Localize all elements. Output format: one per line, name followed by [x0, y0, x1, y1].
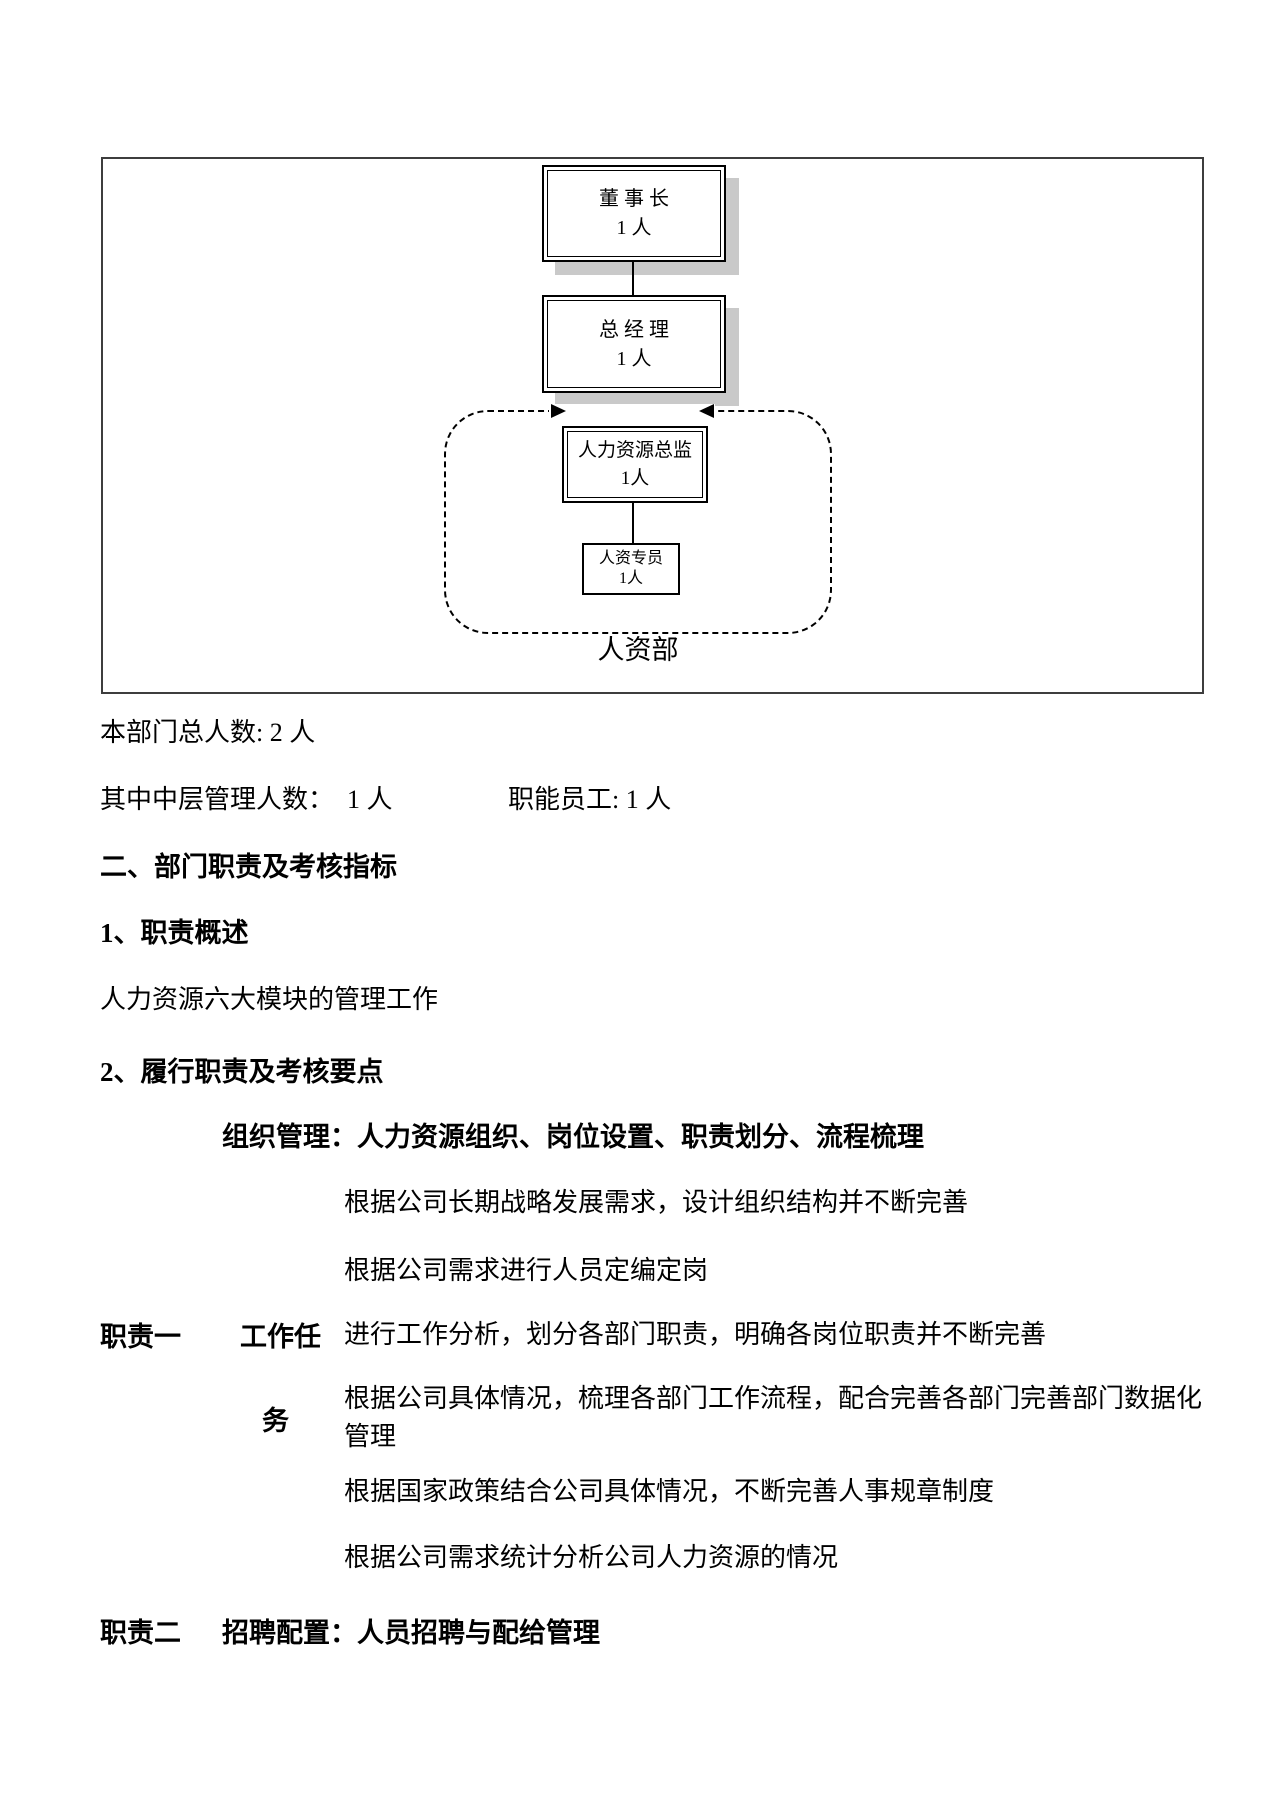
total-headcount-text: 本部门总人数: 2 人	[100, 718, 316, 747]
duty-one-task-label-line2: 务	[262, 1406, 289, 1436]
duty-one-detail-4: 根据公司具体情况，梳理各部门工作流程，配合完善各部门完善部门数据化	[344, 1384, 1203, 1413]
hr-director-box: 人力资源总监 1人	[562, 426, 708, 503]
duty-one-row-label: 职责一	[100, 1322, 181, 1352]
chairman-title: 董 事 长	[599, 188, 669, 210]
general-manager-box-inner: 总 经 理 1 人	[547, 300, 721, 388]
duty-two-row-label: 职责二	[100, 1618, 181, 1648]
middle-management-headcount-text: 其中中层管理人数： 1 人	[100, 785, 393, 814]
subsection-heading-overview: 1、职责概述	[100, 918, 249, 948]
chairman-box-inner: 董 事 长 1 人	[547, 170, 721, 257]
general-manager-title: 总 经 理	[599, 318, 669, 341]
functional-staff-headcount-text: 职能员工: 1 人	[508, 785, 672, 814]
hr-director-count: 1人	[620, 468, 650, 489]
hr-specialist-title: 人资专员	[598, 550, 663, 567]
overview-body-text: 人力资源六大模块的管理工作	[100, 985, 439, 1014]
hr-specialist-box-inner: 人资专员 1人	[584, 545, 678, 593]
duty-one-detail-3: 进行工作分析，划分各部门职责，明确各岗位职责并不断完善	[344, 1320, 1047, 1349]
section-heading-duties: 二、部门职责及考核指标	[100, 852, 397, 882]
boundary-gap-mask	[549, 404, 715, 416]
subsection-heading-points: 2、履行职责及考核要点	[100, 1057, 384, 1087]
duty-one-task-label-line1: 工作任	[240, 1322, 321, 1352]
duty-one-detail-4-wrap: 管理	[344, 1422, 397, 1451]
connector-director-specialist	[632, 503, 634, 543]
duty-one-detail-2: 根据公司需求进行人员定编定岗	[344, 1256, 709, 1285]
general-manager-count: 1 人	[616, 347, 652, 370]
department-caption: 人资部	[597, 635, 679, 665]
duty-one-detail-6: 根据公司需求统计分析公司人力资源的情况	[344, 1543, 839, 1572]
chairman-count: 1 人	[616, 217, 652, 239]
duty-two-category-title: 招聘配置：人员招聘与配给管理	[222, 1618, 600, 1648]
hr-director-box-inner: 人力资源总监 1人	[567, 431, 703, 498]
general-manager-box: 总 经 理 1 人	[542, 295, 726, 393]
hr-director-title: 人力资源总监	[577, 440, 692, 461]
hr-specialist-box: 人资专员 1人	[582, 543, 680, 595]
hr-specialist-count: 1人	[618, 570, 643, 587]
duty-one-detail-1: 根据公司长期战略发展需求，设计组织结构并不断完善	[344, 1188, 969, 1217]
chairman-box: 董 事 长 1 人	[542, 165, 726, 262]
inward-arrow-right-icon	[551, 404, 566, 418]
connector-chairman-gm	[632, 262, 634, 295]
duty-one-detail-5: 根据国家政策结合公司具体情况，不断完善人事规章制度	[344, 1477, 995, 1506]
duty-one-category-title: 组织管理：人力资源组织、岗位设置、职责划分、流程梳理	[222, 1122, 924, 1152]
inward-arrow-left-icon	[699, 404, 714, 418]
